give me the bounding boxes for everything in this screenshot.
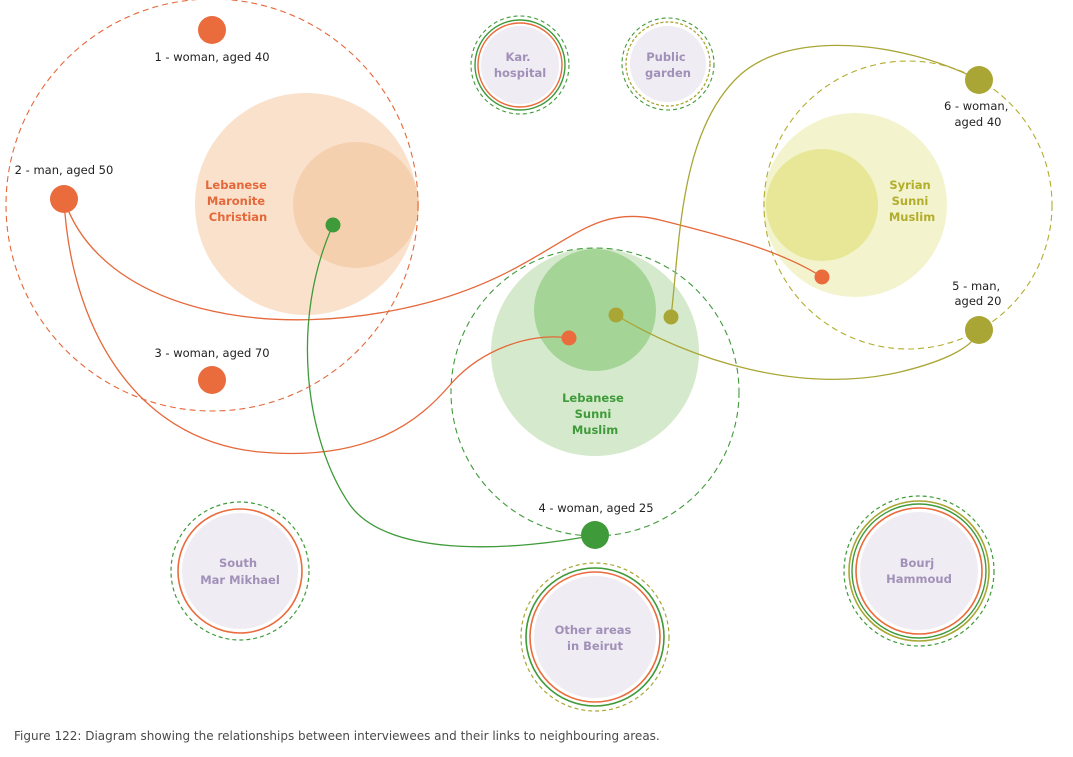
bourj-hammoud-dashed-ring xyxy=(843,495,995,647)
person-node-5 xyxy=(965,316,993,344)
area-other-beirut: Other areas in Beirut xyxy=(520,562,670,712)
syrian-link-dot xyxy=(814,269,830,285)
south-mar-mikhael-fill xyxy=(182,513,298,629)
public-garden-olive-ring xyxy=(625,21,711,107)
bourj-hammoud-label: Bourj Hammoud xyxy=(886,556,952,586)
group-sunni-syrian xyxy=(763,60,1053,350)
area-bourj-hammoud: Bourj Hammoud xyxy=(843,495,995,647)
person-label-4: 4 - woman, aged 25 xyxy=(538,501,653,515)
lebanese-sunni-link-dot xyxy=(561,330,577,346)
other-areas-label: Other areas in Beirut xyxy=(555,623,636,653)
maronite-inner-circle xyxy=(293,142,419,268)
relationship-diagram: 1 - woman, aged 40 2 - man, aged 50 3 - … xyxy=(5,0,1053,712)
person-node-3 xyxy=(198,366,226,394)
group-label-sunni-syrian: Syrian Sunni Muslim xyxy=(889,178,935,224)
kar-hospital-orange-ring xyxy=(477,22,563,108)
south-mar-mikhael-orange-ring xyxy=(177,508,303,634)
link-maronite-to-p4 xyxy=(306,224,596,548)
person-node-2 xyxy=(50,185,78,213)
other-areas-dashed-ring xyxy=(520,562,670,712)
link-sunni-to-p6 xyxy=(670,44,980,318)
kar-hospital-dashed-ring xyxy=(470,15,570,115)
bourj-hammoud-orange-ring xyxy=(855,507,983,635)
sunni-syrian-inner-circle xyxy=(766,149,878,261)
other-areas-orange-ring xyxy=(529,571,661,703)
south-mar-mikhael-dashed-ring xyxy=(170,501,310,641)
person-label-6: 6 - woman, aged 40 xyxy=(944,99,1012,129)
south-mar-mikhael-label: South Mar Mikhael xyxy=(200,556,280,587)
group-labels: Lebanese Maronite Christian Lebanese Sun… xyxy=(205,178,935,437)
other-areas-fill xyxy=(534,576,656,698)
group-maronite xyxy=(5,0,419,412)
link-p2-to-lebanese-sunni xyxy=(63,198,570,455)
sunni-olive-dot-2 xyxy=(663,309,679,325)
person-label-1: 1 - woman, aged 40 xyxy=(154,50,269,64)
other-areas-green-ring xyxy=(525,567,665,707)
group-label-sunni-lebanese: Lebanese Sunni Muslim xyxy=(562,391,628,437)
public-garden-dashed-ring xyxy=(621,17,715,111)
group-label-maronite: Lebanese Maronite Christian xyxy=(205,178,271,224)
kar-hospital-fill xyxy=(481,26,559,104)
maronite-link-dot xyxy=(325,217,341,233)
public-garden-fill xyxy=(630,26,706,102)
person-label-5: 5 - man, aged 20 xyxy=(952,279,1004,308)
sunni-olive-dot-1 xyxy=(608,307,624,323)
sunni-lebanese-dashed-ring xyxy=(450,247,740,537)
person-label-3: 3 - woman, aged 70 xyxy=(154,346,269,360)
figure-caption: Figure 122: Diagram showing the relation… xyxy=(14,729,660,743)
bourj-hammoud-fill xyxy=(860,512,978,630)
person-node-6 xyxy=(965,66,993,94)
kar-hospital-green-ring xyxy=(474,19,566,111)
maronite-dashed-ring xyxy=(5,0,419,412)
person-node-1 xyxy=(198,16,226,44)
kar-hospital-label: Kar. hospital xyxy=(494,50,546,80)
link-p2-to-syrian xyxy=(63,198,823,321)
interviewee-labels: 1 - woman, aged 40 2 - man, aged 50 3 - … xyxy=(15,50,1012,515)
link-sunni-to-p5 xyxy=(615,314,980,380)
bourj-hammoud-olive-ring xyxy=(848,500,990,642)
bourj-hammoud-green-ring xyxy=(851,503,987,639)
sunni-lebanese-inner-circle xyxy=(534,249,656,371)
sunni-syrian-dashed-ring xyxy=(763,60,1053,350)
person-label-2: 2 - man, aged 50 xyxy=(15,163,114,177)
public-garden-label: Public garden xyxy=(645,50,691,80)
area-kar-hospital: Kar. hospital xyxy=(470,15,570,115)
connection-dots xyxy=(325,217,830,346)
person-node-4 xyxy=(581,521,609,549)
interviewees xyxy=(50,16,993,549)
links xyxy=(63,44,980,548)
area-public-garden: Public garden xyxy=(621,17,715,111)
area-south-mar-mikhael: South Mar Mikhael xyxy=(170,501,310,641)
